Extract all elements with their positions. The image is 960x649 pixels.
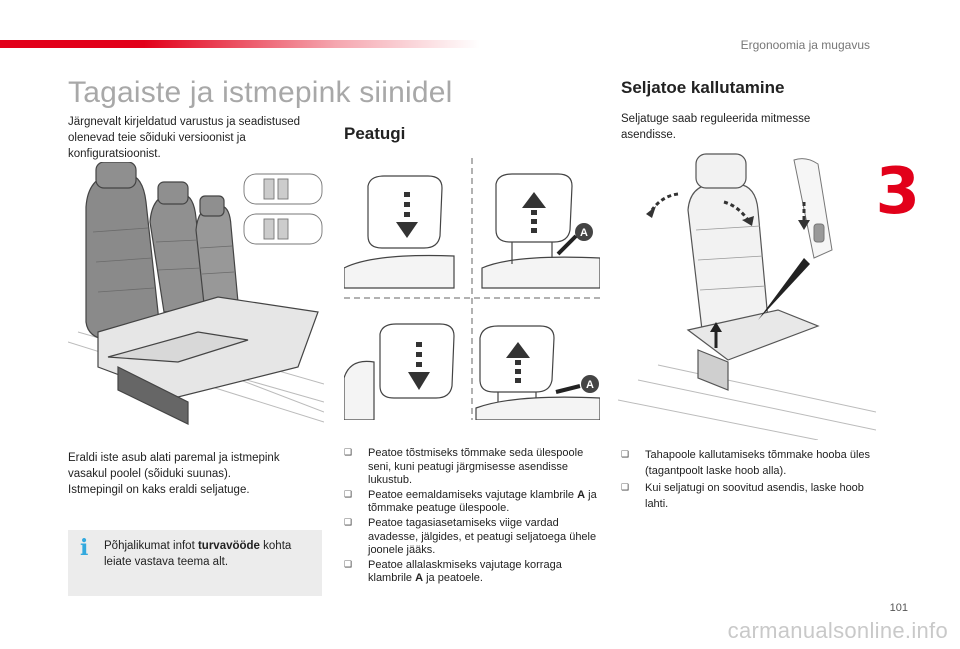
- seat-note-line-2: Istmepingil on kaks eraldi seljatuge.: [68, 484, 250, 496]
- header-red-bar: [0, 40, 480, 48]
- headrest-instructions: ❑ Peatoe tõstmiseks tõmmake seda ülespool…: [344, 447, 606, 587]
- headrest-step-refit: Peatoe tagasiasetamiseks viige vardad av…: [368, 516, 597, 557]
- list-item: ❑ Peatoe allalaskmiseks vajutage korraga …: [344, 559, 606, 586]
- rear-seats-illustration: [67, 161, 325, 444]
- clip-label: A: [415, 572, 424, 585]
- seat-note-line-1: Eraldi iste asub alati paremal ja istmep…: [68, 452, 280, 480]
- info-text-after: kohta leiate vastava teema alt.: [104, 540, 292, 568]
- recline-intro: Seljatuge saab reguleerida mitmesse asen…: [621, 113, 811, 141]
- seat-position-note: Eraldi iste asub alati paremal ja istmep…: [68, 450, 318, 498]
- label-a-bottom: A: [586, 379, 594, 391]
- recline-step-tilt: Tahapoole kallutamiseks tõmmake hooba ül…: [645, 449, 871, 477]
- headrest-step-remove: Peatoe eemaldamiseks vajutage klambrile: [368, 488, 578, 501]
- watermark: carmanualsonline.info: [727, 618, 948, 643]
- page-number: 101: [889, 602, 908, 614]
- list-item: ❑ Kui seljatugi on soovitud asendis, lask…: [621, 480, 871, 512]
- recline-step-release: Kui seljatugi on soovitud asendis, laske…: [645, 482, 864, 510]
- bullet-icon: ❑: [621, 483, 630, 493]
- intro-text: Järgnevalt kirjeldatud varustus ja seadi…: [68, 116, 301, 160]
- section-header: Ergonoomia ja mugavus: [740, 38, 870, 52]
- bullet-icon: ❑: [621, 450, 630, 460]
- info-text-bold: turvavööde: [197, 540, 260, 552]
- bullet-icon: ❑: [344, 448, 353, 458]
- list-item: ❑ Peatoe tõstmiseks tõmmake seda ülespool…: [344, 447, 606, 488]
- recline-heading: Seljatoe kallutamine: [621, 78, 785, 97]
- recline-instructions: ❑ Tahapoole kallutamiseks tõmmake hooba ü…: [621, 447, 871, 513]
- chapter-number: 3: [875, 155, 920, 229]
- list-item: ❑ Peatoe eemaldamiseks vajutage klambrile…: [344, 489, 606, 516]
- headrest-step-lower-end: ja peatoele.: [423, 572, 483, 585]
- bullet-icon: ❑: [344, 559, 353, 570]
- label-a-top: A: [580, 227, 588, 239]
- bullet-icon: ❑: [344, 517, 353, 528]
- bullet-icon: ❑: [344, 489, 353, 500]
- headrest-step-raise: Peatoe tõstmiseks tõmmake seda ülespoole…: [368, 447, 584, 487]
- headrest-heading: Peatugi: [344, 124, 406, 143]
- info-text-before: Põhjalikumat infot: [104, 540, 198, 552]
- headrest-step-remove-end: ja tõmmake peatuge ülespoole.: [368, 488, 597, 515]
- info-box: i Põhjalikumat infot turvavööde kohta le…: [68, 530, 322, 596]
- info-icon: i: [80, 535, 89, 561]
- headrest-step-lower: Peatoe allalaskmiseks vajutage korraga k…: [368, 558, 562, 585]
- recline-illustration: [617, 150, 877, 441]
- list-item: ❑ Tahapoole kallutamiseks tõmmake hooba ü…: [621, 447, 871, 479]
- headrest-illustration: A A: [343, 158, 601, 421]
- list-item: ❑ Peatoe tagasiasetamiseks viige vardad a…: [344, 517, 606, 558]
- page-title: Tagaiste ja istmepink siinidel: [68, 76, 453, 109]
- clip-label: A: [577, 488, 586, 501]
